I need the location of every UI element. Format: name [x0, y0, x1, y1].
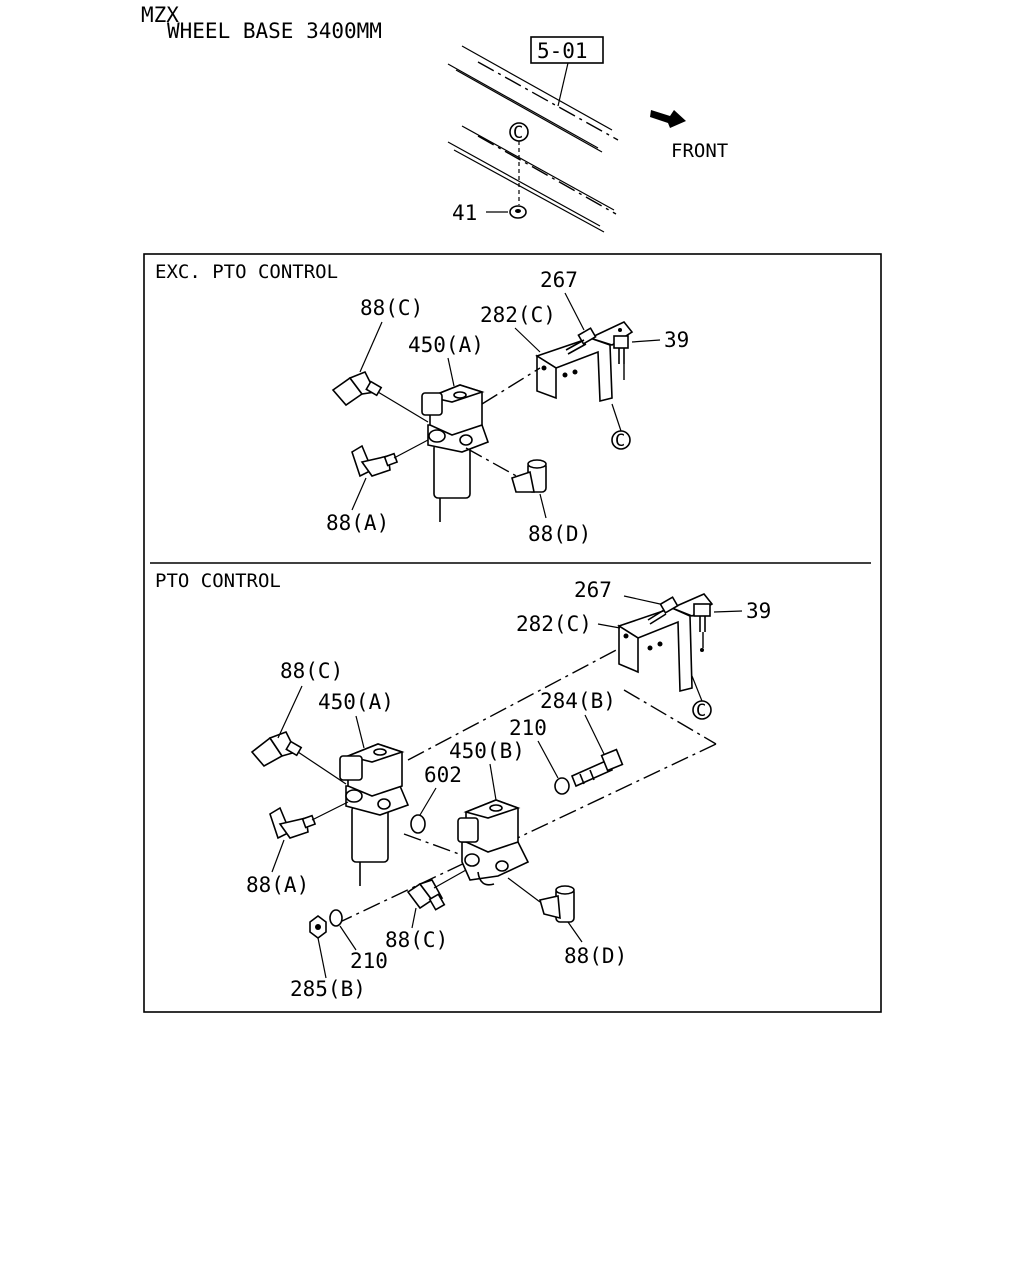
bolt-284b-icon: [570, 748, 624, 788]
label-88d[interactable]: 88(D): [564, 944, 627, 968]
front-arrow-icon: [650, 110, 686, 128]
bolt-267-icon: [565, 327, 597, 355]
valve-450a-icon: [421, 384, 490, 522]
label-450b[interactable]: 450(B): [449, 739, 525, 763]
fitting-88d-icon: [511, 459, 547, 493]
fitting-88c-icon: [250, 730, 303, 768]
panel-pto-title: PTO CONTROL: [155, 570, 281, 592]
fitting-88c-icon: [331, 370, 383, 407]
washer-210-bottom-icon: [329, 909, 343, 927]
nut-41-icon: [509, 205, 527, 219]
label-285b[interactable]: 285(B): [290, 977, 366, 1001]
label-267[interactable]: 267: [540, 268, 578, 292]
label-88a[interactable]: 88(A): [326, 511, 389, 535]
label-450a[interactable]: 450(A): [318, 690, 394, 714]
callout-c-letter: C: [696, 701, 706, 721]
label-267[interactable]: 267: [574, 578, 612, 602]
fitting-88c-bottom-icon: [406, 879, 446, 911]
ref-box-label[interactable]: 5-01: [537, 39, 588, 63]
washer-210-icon: [554, 777, 570, 795]
label-602[interactable]: 602: [424, 763, 462, 787]
oring-602-icon: [410, 814, 426, 834]
label-210-top[interactable]: 210: [509, 716, 547, 740]
label-282c[interactable]: 282(C): [480, 303, 556, 327]
label-88c-top[interactable]: 88(C): [280, 659, 343, 683]
label-450a[interactable]: 450(A): [408, 333, 484, 357]
bracket-282c-icon: [617, 593, 714, 693]
label-284b[interactable]: 284(B): [540, 689, 616, 713]
frame-rail: [447, 45, 619, 233]
panel-exc-pto: EXC. PTO CONTROL C: [155, 261, 689, 546]
panel-pto: PTO CONTROL C: [155, 570, 771, 1001]
label-39[interactable]: 39: [664, 328, 689, 352]
callout-c-letter: C: [615, 431, 625, 451]
bolt-39-icon: [613, 335, 629, 364]
panel-exc-title: EXC. PTO CONTROL: [155, 261, 338, 283]
wheel-base-label: WHEEL BASE 3400MM: [167, 19, 382, 43]
label-88c-bottom[interactable]: 88(C): [385, 928, 448, 952]
fitting-88a-icon: [269, 806, 317, 840]
nut-285b-icon: [309, 915, 327, 939]
fitting-88a-icon: [351, 444, 399, 478]
label-210-bottom[interactable]: 210: [350, 949, 388, 973]
bolt-39-icon: [693, 603, 711, 632]
valve-450a-icon: [339, 743, 410, 886]
model-code: MZX: [141, 3, 179, 27]
label-88c[interactable]: 88(C): [360, 296, 423, 320]
panel-frame: [143, 253, 882, 1013]
bracket-282c-icon: [535, 321, 634, 403]
part-41-label: 41: [452, 201, 477, 225]
label-282c[interactable]: 282(C): [516, 612, 592, 636]
valve-450b-icon: [457, 799, 530, 886]
label-88a[interactable]: 88(A): [246, 873, 309, 897]
front-label: FRONT: [671, 140, 728, 162]
label-39[interactable]: 39: [746, 599, 771, 623]
fitting-88d-icon: [538, 885, 575, 923]
ref-box[interactable]: [530, 36, 604, 64]
callout-c-letter: C: [513, 123, 523, 143]
label-88d[interactable]: 88(D): [528, 522, 591, 546]
bolt-267-icon: [647, 596, 679, 625]
